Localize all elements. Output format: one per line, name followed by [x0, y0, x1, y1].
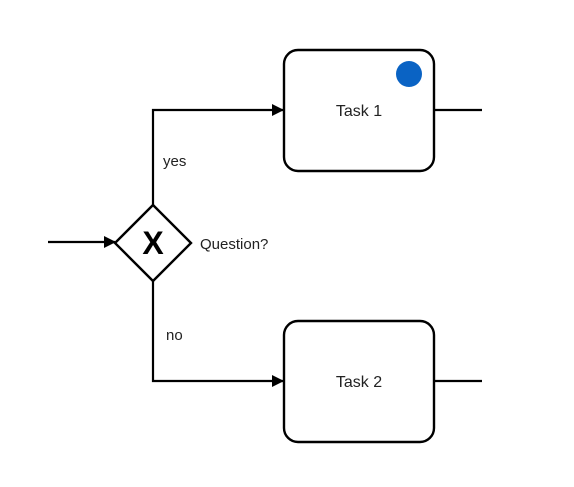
no-flow-arrow[interactable]: [151, 281, 284, 387]
gateway-label: Question?: [200, 236, 268, 253]
yes-branch-label: yes: [163, 153, 186, 170]
task-1[interactable]: Task 1: [282, 48, 436, 173]
task-2-label: Task 2: [336, 374, 382, 391]
task-2-box: [282, 319, 436, 444]
gateway-diamond: [113, 203, 193, 283]
task-1-label: Task 1: [336, 103, 382, 120]
yes-flow-arrow[interactable]: [151, 104, 284, 205]
exclusive-gateway[interactable]: X: [113, 203, 193, 283]
task-1-status-dot-icon: [396, 61, 422, 87]
no-branch-label: no: [166, 327, 183, 344]
exclusive-gateway-x-icon: X: [142, 225, 164, 261]
task-2[interactable]: Task 2: [282, 319, 436, 444]
task-1-box: [282, 48, 436, 173]
